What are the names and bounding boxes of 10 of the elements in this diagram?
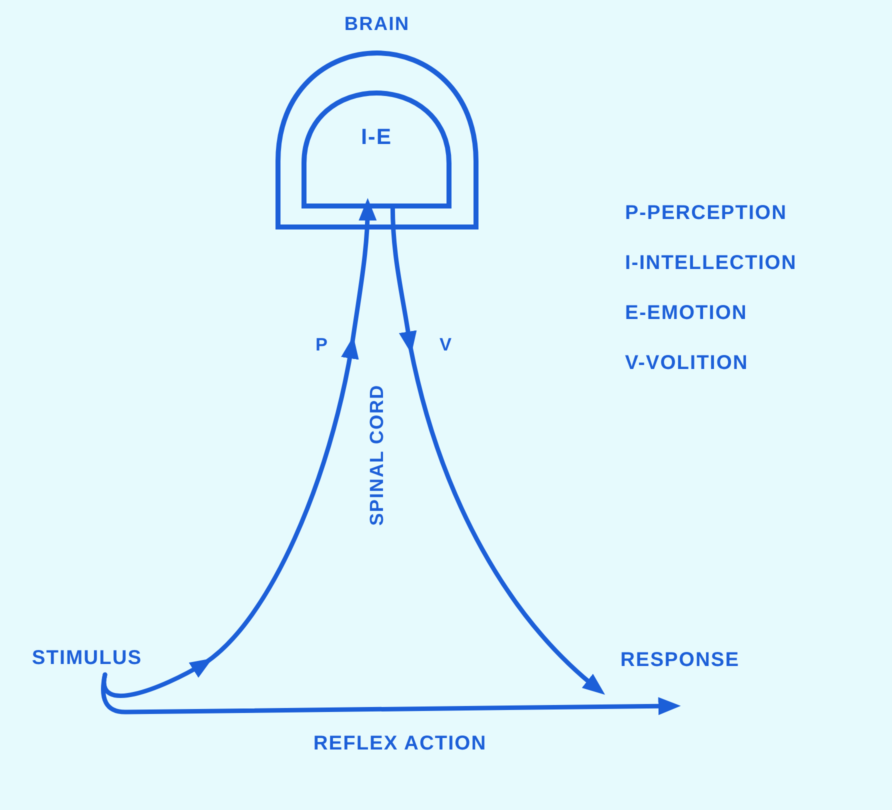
node-label: I-E [360, 124, 392, 150]
arrow [101, 672, 681, 716]
key-entry: I-INTELLECTION [625, 252, 797, 275]
key-entry: V-VOLITION [625, 352, 748, 375]
key-entry: P-PERCEPTION [625, 202, 788, 225]
vertical-label: SPINAL CORD [367, 384, 389, 526]
node-label: STIMULUS [32, 647, 142, 670]
heading: BRAIN [344, 14, 410, 36]
node-label: RESPONSE [620, 649, 740, 672]
key-entry: E-EMOTION [625, 302, 748, 325]
